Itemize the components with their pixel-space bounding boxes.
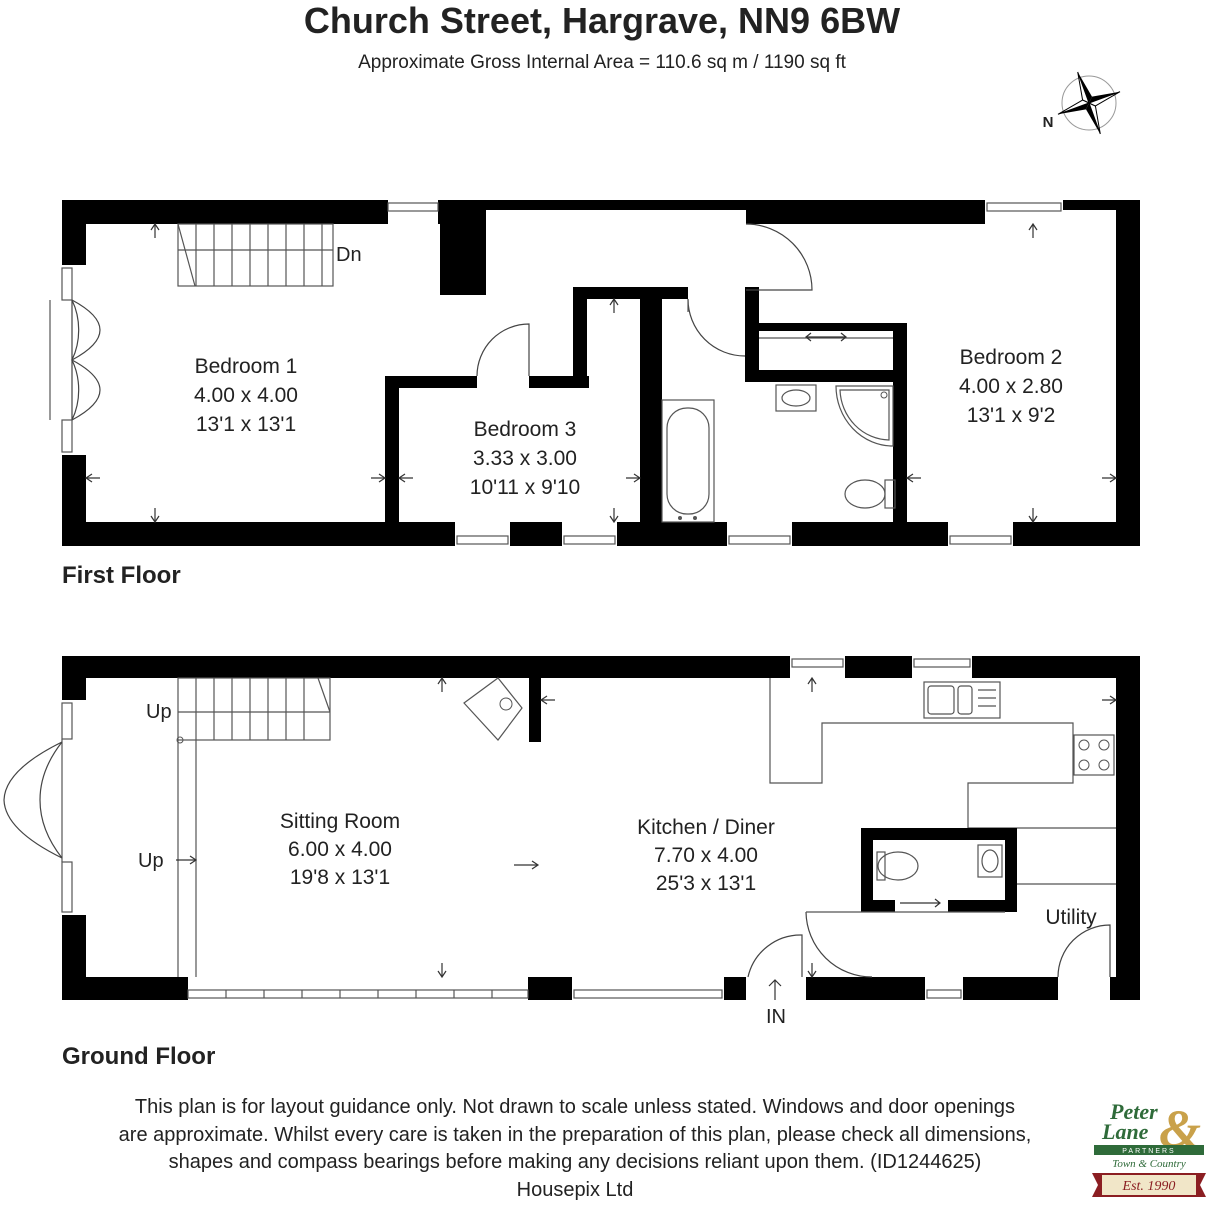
room-metric: 4.00 x 2.80 <box>959 375 1063 398</box>
window-utility-bottom <box>926 989 962 999</box>
room-label-sitting-room: Sitting Room 6.00 x 4.00 19'8 x 13'1 <box>280 810 400 889</box>
room-name: Bedroom 3 <box>474 418 577 441</box>
staircase-ground-floor <box>176 677 331 977</box>
room-label-bedroom2: Bedroom 2 4.00 x 2.80 13'1 x 9'2 <box>959 346 1063 427</box>
door-utility <box>805 911 873 978</box>
logo-partners: PARTNERS <box>1122 1148 1175 1155</box>
first-floor-label: First Floor <box>62 562 181 589</box>
door-utility-rear <box>1057 924 1111 978</box>
plan-title: Church Street, Hargrave, NN9 6BW <box>304 0 900 41</box>
room-metric: 6.00 x 4.00 <box>288 838 392 861</box>
room-label-bedroom1: Bedroom 1 4.00 x 4.00 13'1 x 13'1 <box>194 355 298 436</box>
disclaimer: This plan is for layout guidance only. N… <box>60 1094 1090 1204</box>
room-name: Bedroom 2 <box>960 346 1063 369</box>
ground-floor-wall-top <box>62 656 1140 678</box>
bath-icon <box>661 399 715 523</box>
first-floor-plan: Dn <box>49 200 1140 546</box>
window-bedroom3-bottom-1 <box>456 535 509 545</box>
room-name: Sitting Room <box>280 810 400 833</box>
disclaimer-line: shapes and compass bearings before makin… <box>168 1151 982 1173</box>
shower-icon <box>835 385 894 447</box>
room-imperial: 13'1 x 9'2 <box>967 404 1056 427</box>
ground-floor-wall-right <box>1116 656 1140 1000</box>
wc-basin-icon <box>977 844 1003 878</box>
stair-up-label-top: Up <box>146 701 172 723</box>
ground-floor-plan: Up Up <box>3 656 1140 1028</box>
logo-established: Est. 1990 <box>1122 1179 1176 1194</box>
entrance-arrow-icon <box>768 979 782 1000</box>
wc-toilet-icon <box>876 851 919 881</box>
room-label-utility: Utility <box>1045 906 1097 929</box>
plan-subtitle: Approximate Gross Internal Area = 110.6 … <box>358 52 846 73</box>
window-bathroom-bottom <box>728 535 791 545</box>
window-bedroom2-bottom <box>949 535 1012 545</box>
stove-icon <box>463 677 523 741</box>
door-landing <box>745 223 813 291</box>
front-door-opening <box>746 977 806 1000</box>
sink-icon <box>923 681 1001 719</box>
door-front-entrance[interactable] <box>747 934 803 978</box>
room-metric: 7.70 x 4.00 <box>654 844 758 867</box>
basin-icon <box>775 384 817 412</box>
room-label-bedroom3: Bedroom 3 3.33 x 3.00 10'11 x 9'10 <box>470 418 580 499</box>
agent-logo: & Peter Lane PARTNERS Town & Country Est… <box>1092 1099 1206 1197</box>
door-bathroom <box>687 298 746 357</box>
stair-up-label-side: Up <box>138 850 164 872</box>
door-bedroom3 <box>476 323 530 377</box>
window-kitchen-top-1 <box>791 658 844 668</box>
first-floor-wall-right <box>1116 200 1140 546</box>
ground-floor-label: Ground Floor <box>62 1043 215 1070</box>
compass-icon <box>1057 71 1121 135</box>
window-bedroom3-bottom-2 <box>563 535 616 545</box>
logo-tagline: Town & Country <box>1112 1158 1186 1170</box>
room-imperial: 10'11 x 9'10 <box>470 476 580 499</box>
room-imperial: 13'1 x 13'1 <box>196 413 296 436</box>
window-bedroom2-top <box>986 202 1062 212</box>
room-imperial: 19'8 x 13'1 <box>290 866 390 889</box>
room-name: Bedroom 1 <box>195 355 298 378</box>
window-kitchen-top-2 <box>913 658 971 668</box>
stair-down-label: Dn <box>336 244 362 266</box>
logo-word-2: Lane <box>1101 1119 1149 1144</box>
logo-word-1: Peter <box>1109 1099 1158 1124</box>
staircase-first-floor <box>177 223 334 287</box>
room-label-kitchen-diner: Kitchen / Diner 7.70 x 4.00 25'3 x 13'1 <box>637 816 775 895</box>
window-kitchen-bottom <box>573 989 723 999</box>
hob-icon <box>1073 734 1115 776</box>
toilet-icon <box>844 479 896 509</box>
compass-north-label: N <box>1043 114 1054 131</box>
room-name: Kitchen / Diner <box>637 816 775 839</box>
room-imperial: 25'3 x 13'1 <box>656 872 756 895</box>
entrance-label: IN <box>766 1006 786 1028</box>
room-metric: 4.00 x 4.00 <box>194 384 298 407</box>
disclaimer-line: are approximate. Whilst every care is ta… <box>118 1123 1032 1146</box>
room-metric: 3.33 x 3.00 <box>473 447 577 470</box>
disclaimer-line: Housepix Ltd <box>516 1178 634 1201</box>
disclaimer-line: This plan is for layout guidance only. N… <box>134 1096 1016 1118</box>
